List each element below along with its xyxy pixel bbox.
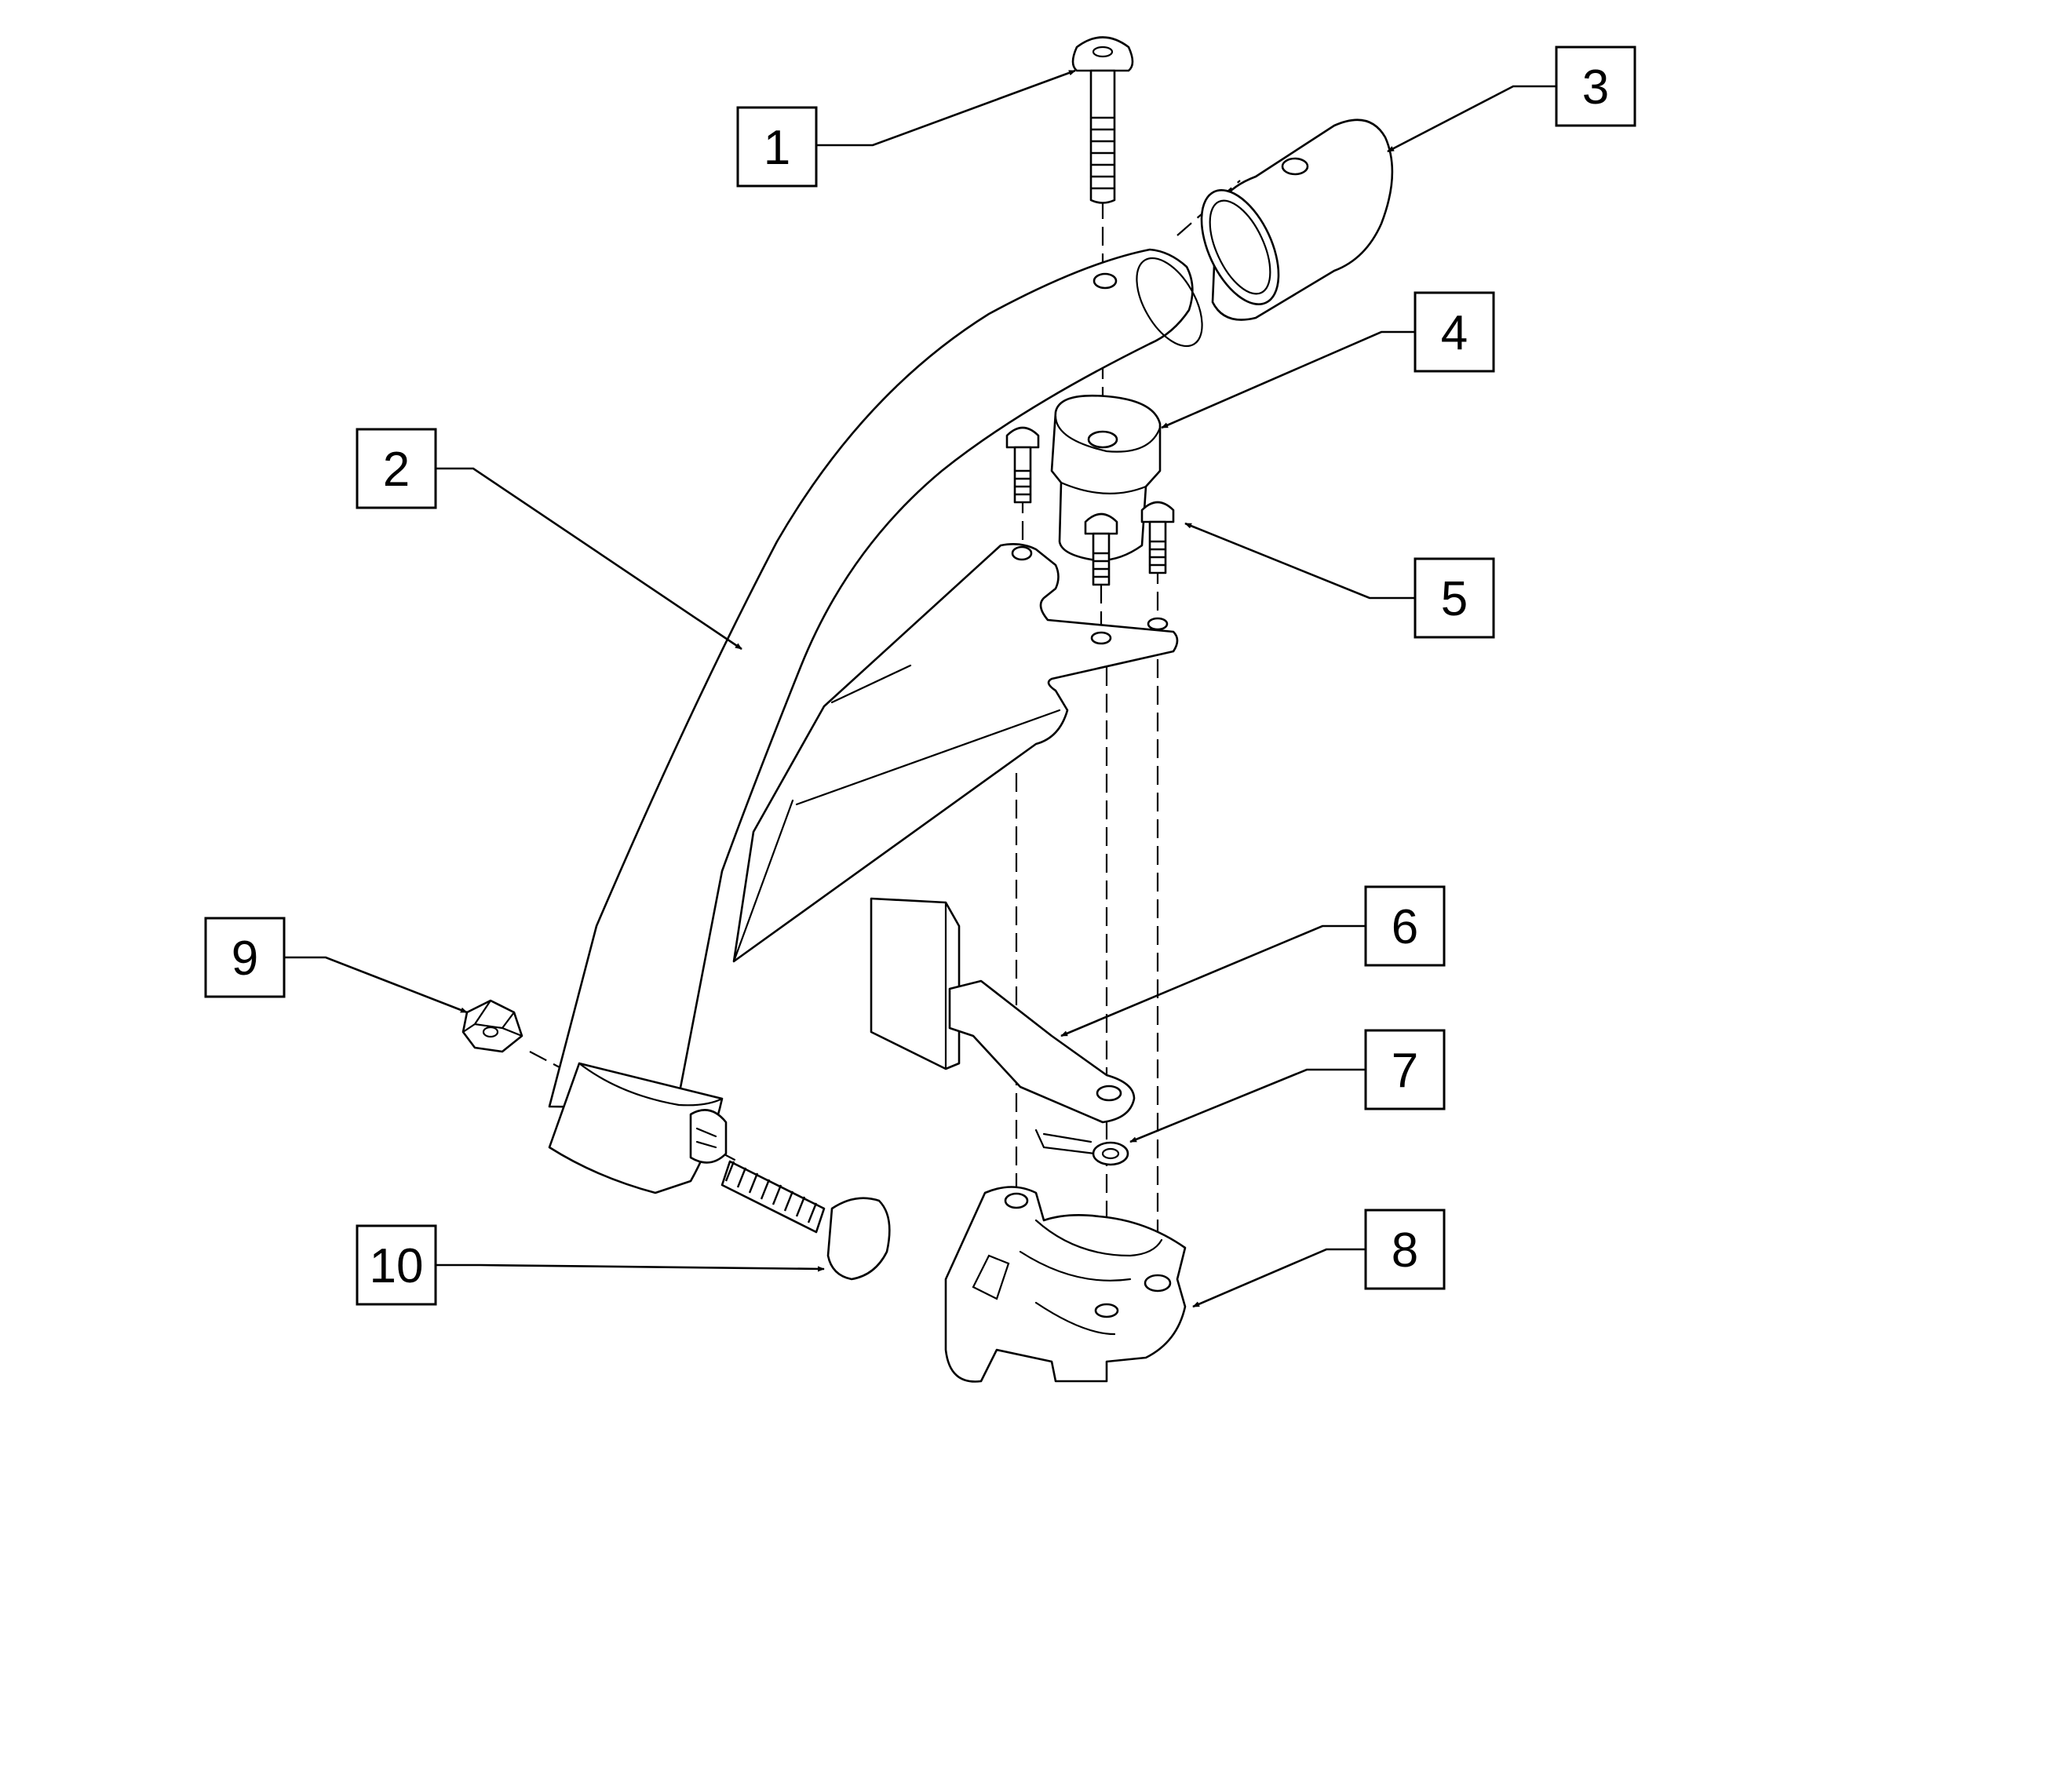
callout-10-label: 10 bbox=[370, 1239, 424, 1293]
callout-6-label: 6 bbox=[1392, 900, 1418, 954]
leader-3 bbox=[1387, 85, 1556, 153]
callout-6: 6 bbox=[1364, 885, 1446, 967]
leader-1 bbox=[816, 69, 1076, 147]
lock-base bbox=[944, 1186, 1187, 1383]
leader-4 bbox=[1161, 330, 1415, 429]
callout-3-label: 3 bbox=[1582, 60, 1609, 115]
callout-1: 1 bbox=[736, 106, 818, 188]
callout-9-label: 9 bbox=[232, 932, 258, 986]
callout-5: 5 bbox=[1414, 557, 1495, 639]
screw-small-middle bbox=[1084, 512, 1118, 645]
callout-1-label: 1 bbox=[764, 121, 790, 175]
leader-8 bbox=[1192, 1248, 1366, 1308]
frame-tube bbox=[548, 248, 1203, 1194]
callout-8: 8 bbox=[1364, 1209, 1446, 1290]
callout-7-label: 7 bbox=[1392, 1044, 1418, 1098]
leader-lines bbox=[284, 69, 1556, 1308]
carriage-bolt bbox=[720, 1160, 891, 1281]
leader-2 bbox=[436, 467, 742, 651]
callout-10: 10 bbox=[356, 1224, 437, 1306]
screw-top bbox=[1071, 36, 1134, 204]
screw-small-right bbox=[1140, 501, 1175, 631]
receiver-block bbox=[1050, 394, 1162, 562]
leader-9 bbox=[284, 956, 468, 1014]
leader-7 bbox=[1129, 1068, 1366, 1143]
screw-small-left bbox=[1005, 426, 1040, 561]
sleeve-insert bbox=[1200, 119, 1394, 321]
callout-9: 9 bbox=[204, 917, 286, 998]
callout-4-label: 4 bbox=[1441, 306, 1468, 360]
callout-7: 7 bbox=[1364, 1029, 1446, 1110]
callout-8-label: 8 bbox=[1392, 1223, 1418, 1278]
spring-clip bbox=[1034, 1129, 1129, 1166]
hex-nut bbox=[461, 999, 523, 1053]
callout-5-label: 5 bbox=[1441, 572, 1468, 626]
leader-10 bbox=[436, 1263, 825, 1272]
release-lever bbox=[870, 897, 1136, 1124]
callout-3: 3 bbox=[1555, 46, 1636, 127]
leader-5 bbox=[1184, 522, 1415, 600]
callout-2: 2 bbox=[356, 428, 437, 509]
callout-2-label: 2 bbox=[383, 443, 410, 497]
callout-4: 4 bbox=[1414, 291, 1495, 373]
leader-6 bbox=[1060, 924, 1366, 1037]
